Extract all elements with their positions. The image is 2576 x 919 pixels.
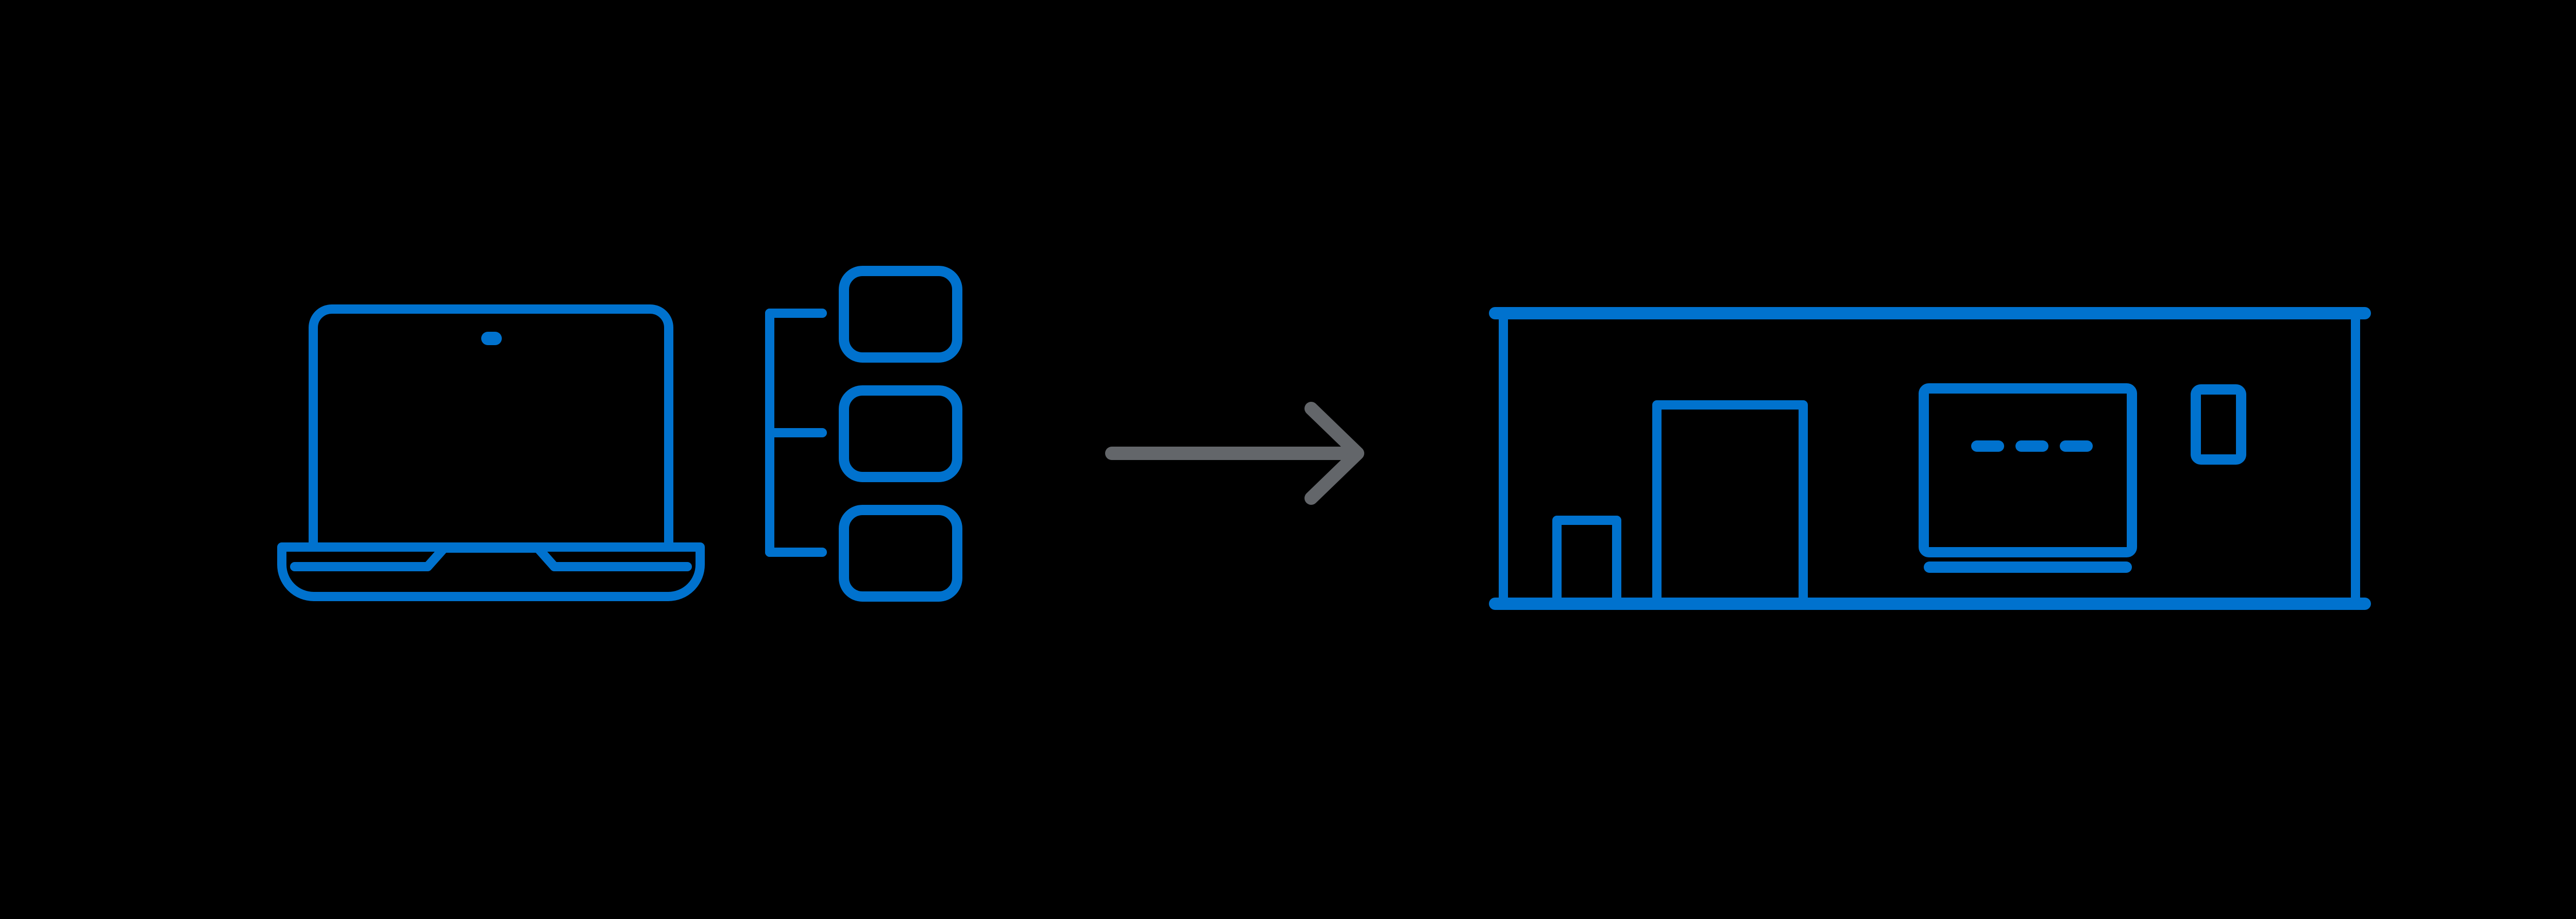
crate-dash-3 (2060, 440, 2093, 452)
warehouse-small-box (1552, 516, 1621, 606)
laptop-screen-outline (309, 304, 673, 552)
arrow-right-icon (1105, 402, 1364, 505)
laptop-base-outline (277, 542, 705, 601)
warehouse-crate-panel (1919, 383, 2137, 557)
hierarchy-node-2 (839, 385, 962, 482)
laptop-icon (277, 304, 705, 601)
warehouse-label-tag (2191, 384, 2246, 465)
hierarchy-node-1 (839, 266, 962, 363)
crate-dash-2 (2015, 440, 2048, 452)
warehouse-icon (1489, 307, 2371, 610)
warehouse-tall-box (1652, 400, 1808, 606)
arrow-head (1304, 402, 1364, 505)
hierarchy-node-3 (839, 505, 962, 602)
warehouse-shelf-bar (1924, 561, 2132, 573)
laptop-camera-icon (481, 332, 502, 345)
hierarchy-tree-icon (765, 266, 962, 602)
crate-dash-1 (1971, 440, 2004, 452)
laptop-trackpad-notch (290, 543, 692, 571)
